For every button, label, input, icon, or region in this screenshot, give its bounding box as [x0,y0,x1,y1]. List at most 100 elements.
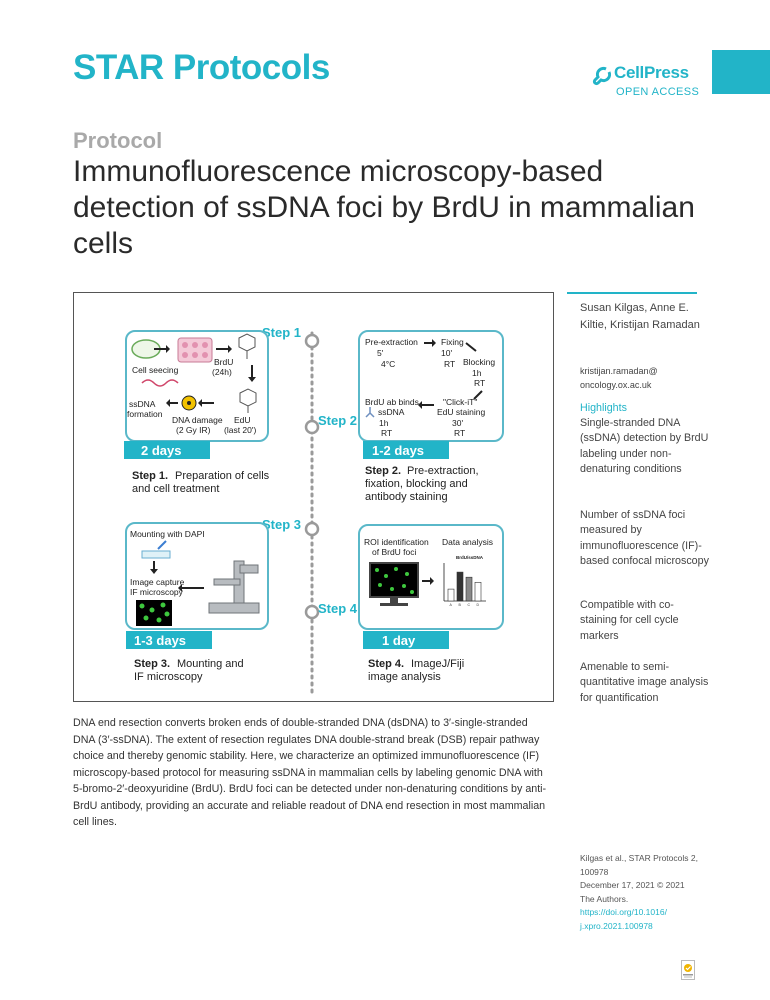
blocking-time: 1h [472,368,482,378]
step2-caption-2: fixation, blocking and [365,478,468,490]
mini-bar [474,581,482,602]
fixing-time: 10' [441,348,452,358]
step3-caption-1: Mounting and [177,658,244,670]
brdu-ab-temp: RT [381,428,392,438]
step3-duration: 1-3 days [134,633,186,648]
step1-caption-1: Preparation of cells [175,470,270,482]
citation-line: December 17, 2021 © 2021 [580,880,685,890]
cell-seeding-label: Cell seecing [132,365,179,375]
microscope-icon [208,560,260,614]
damage-label-2: (2 Gy IR) [176,425,211,435]
highlight-item: Amenable to semi-quantitative image anal… [580,661,709,704]
sidebar-rule [567,292,697,294]
brdu-ab-label-2: ssDNA [378,407,405,417]
abstract-paragraph: DNA end resection converts broken ends o… [73,717,547,828]
timeline-node [304,333,320,620]
slide-icon [141,550,171,559]
preext-label: Pre-extraction [365,337,418,347]
roi-label-1: ROI identification [364,537,429,547]
correspondence-email[interactable]: kristijan.ramadan@ oncology.ox.ac.uk [580,366,658,390]
step3-num: Step 3. [134,658,170,670]
step2-caption-3: antibody staining [365,491,448,503]
author-list: Susan Kilgas, Anne E. Kiltie, Kristijan … [580,302,700,331]
step3-duration-bar [126,631,212,649]
fixing-label: Fixing [441,337,464,347]
publisher-name: CellPress [614,63,689,82]
mini-bar-label: C [468,603,471,607]
step4-caption-1: ImageJ/Fiji [411,658,464,670]
mini-bar-label: D [477,603,480,607]
mini-bar [447,588,455,602]
click-temp: RT [454,428,465,438]
ssdna-icon [141,379,179,387]
step1-duration: 2 days [141,443,181,458]
step1-tag: Step 1 [262,325,301,340]
antibody-icon [365,407,375,418]
fixing-temp: RT [444,359,455,369]
article-section: Protocol [73,128,163,153]
capture-label-2: IF microscopy [130,587,184,597]
check-for-updates-icon[interactable] [681,960,695,980]
ssdna-label-1: ssDNA [129,399,156,409]
step1-duration-bar [124,441,210,459]
panel-step4: 1 day ROI identification of BrdU foci Da… [358,524,504,649]
step1-num: Step 1. [132,470,168,482]
click-time: 30' [452,418,463,428]
preext-time: 5' [377,348,384,358]
step3-caption-2: IF microscopy [134,671,203,683]
step2-num: Step 2. [365,465,401,477]
step2-duration-bar [363,441,449,459]
brdu-label: BrdU [214,357,233,367]
step4-duration-bar [363,631,449,649]
step1-caption-2: and cell treatment [132,483,219,495]
step2-tag: Step 2 [318,413,357,428]
article-title: Immunofluorescence microscopy-based dete… [73,155,695,260]
panel-step1: 2 days Cell seecing BrdU (24h) ssDNA for… [124,330,269,459]
highlight-item: Single-stranded DNA (ssDNA) detection by… [580,417,709,475]
roi-label-2: of BrdU foci [372,547,417,557]
edu-label: EdU [234,415,251,425]
click-label-2: EdU staining [437,407,485,417]
step2-duration: 1-2 days [372,443,424,458]
citation-line: 100978 [580,866,609,877]
mini-chart-title: BrdU/ssDNA [456,555,484,560]
step4-duration: 1 day [382,633,416,648]
step4-num: Step 4. [368,658,404,670]
mini-bar-chart: A B C D [447,571,482,607]
brdu-molecule-icon [238,333,256,359]
graphical-abstract: Step 1 Step 2 Step 3 Step 4 2 days Cell … [73,292,554,702]
brand-bar [712,50,770,94]
click-label-1: "Click-iT" [443,397,477,407]
preext-temp: 4°C [381,359,395,369]
doi-link[interactable]: j.xpro.2021.100978 [580,920,653,931]
step3-tag: Step 3 [262,517,301,532]
blocking-temp: RT [474,378,485,388]
well-plate-icon [177,337,213,363]
cellpress-logo-icon [592,66,612,86]
damage-label-1: DNA damage [172,415,223,425]
panel-step2: 1-2 days Pre-extraction 5' 4°C Fixing 10… [358,330,504,459]
brdu-ab-time: 1h [379,418,389,428]
analysis-label: Data analysis [442,537,493,547]
brdu-time: (24h) [212,367,232,377]
highlight-item: Number of ssDNA foci measured by immunof… [580,509,709,567]
mini-bar [465,576,473,602]
citation-block: Kilgas et al., STAR Protocols 2, 100978 … [580,852,710,933]
highlights-heading: Highlights [580,402,627,414]
mini-bar-label: A [450,603,453,607]
highlight-item: Compatible with co-staining for cell cyc… [580,599,679,642]
step4-caption-2: image analysis [368,671,441,683]
citation-line: Kilgas et al., STAR Protocols 2, [580,853,698,863]
doi-link[interactable]: https://doi.org/10.1016/ [580,907,667,917]
mini-bar-label: B [459,603,462,607]
step2-caption-1: Pre-extraction, [407,465,479,477]
step4-tag: Step 4 [318,601,358,616]
mounting-label: Mounting with DAPI [130,529,205,539]
blocking-label: Blocking [463,357,495,367]
edu-time: (last 20') [224,425,256,435]
open-access-label: OPEN ACCESS [616,86,700,98]
citation-line: The Authors. [580,893,629,904]
brdu-ab-label-1: BrdU ab binds [365,397,419,407]
panel-step3: 1-3 days Mounting with DAPI Image captur… [125,522,269,649]
ssdna-label-2: formation [127,409,163,419]
